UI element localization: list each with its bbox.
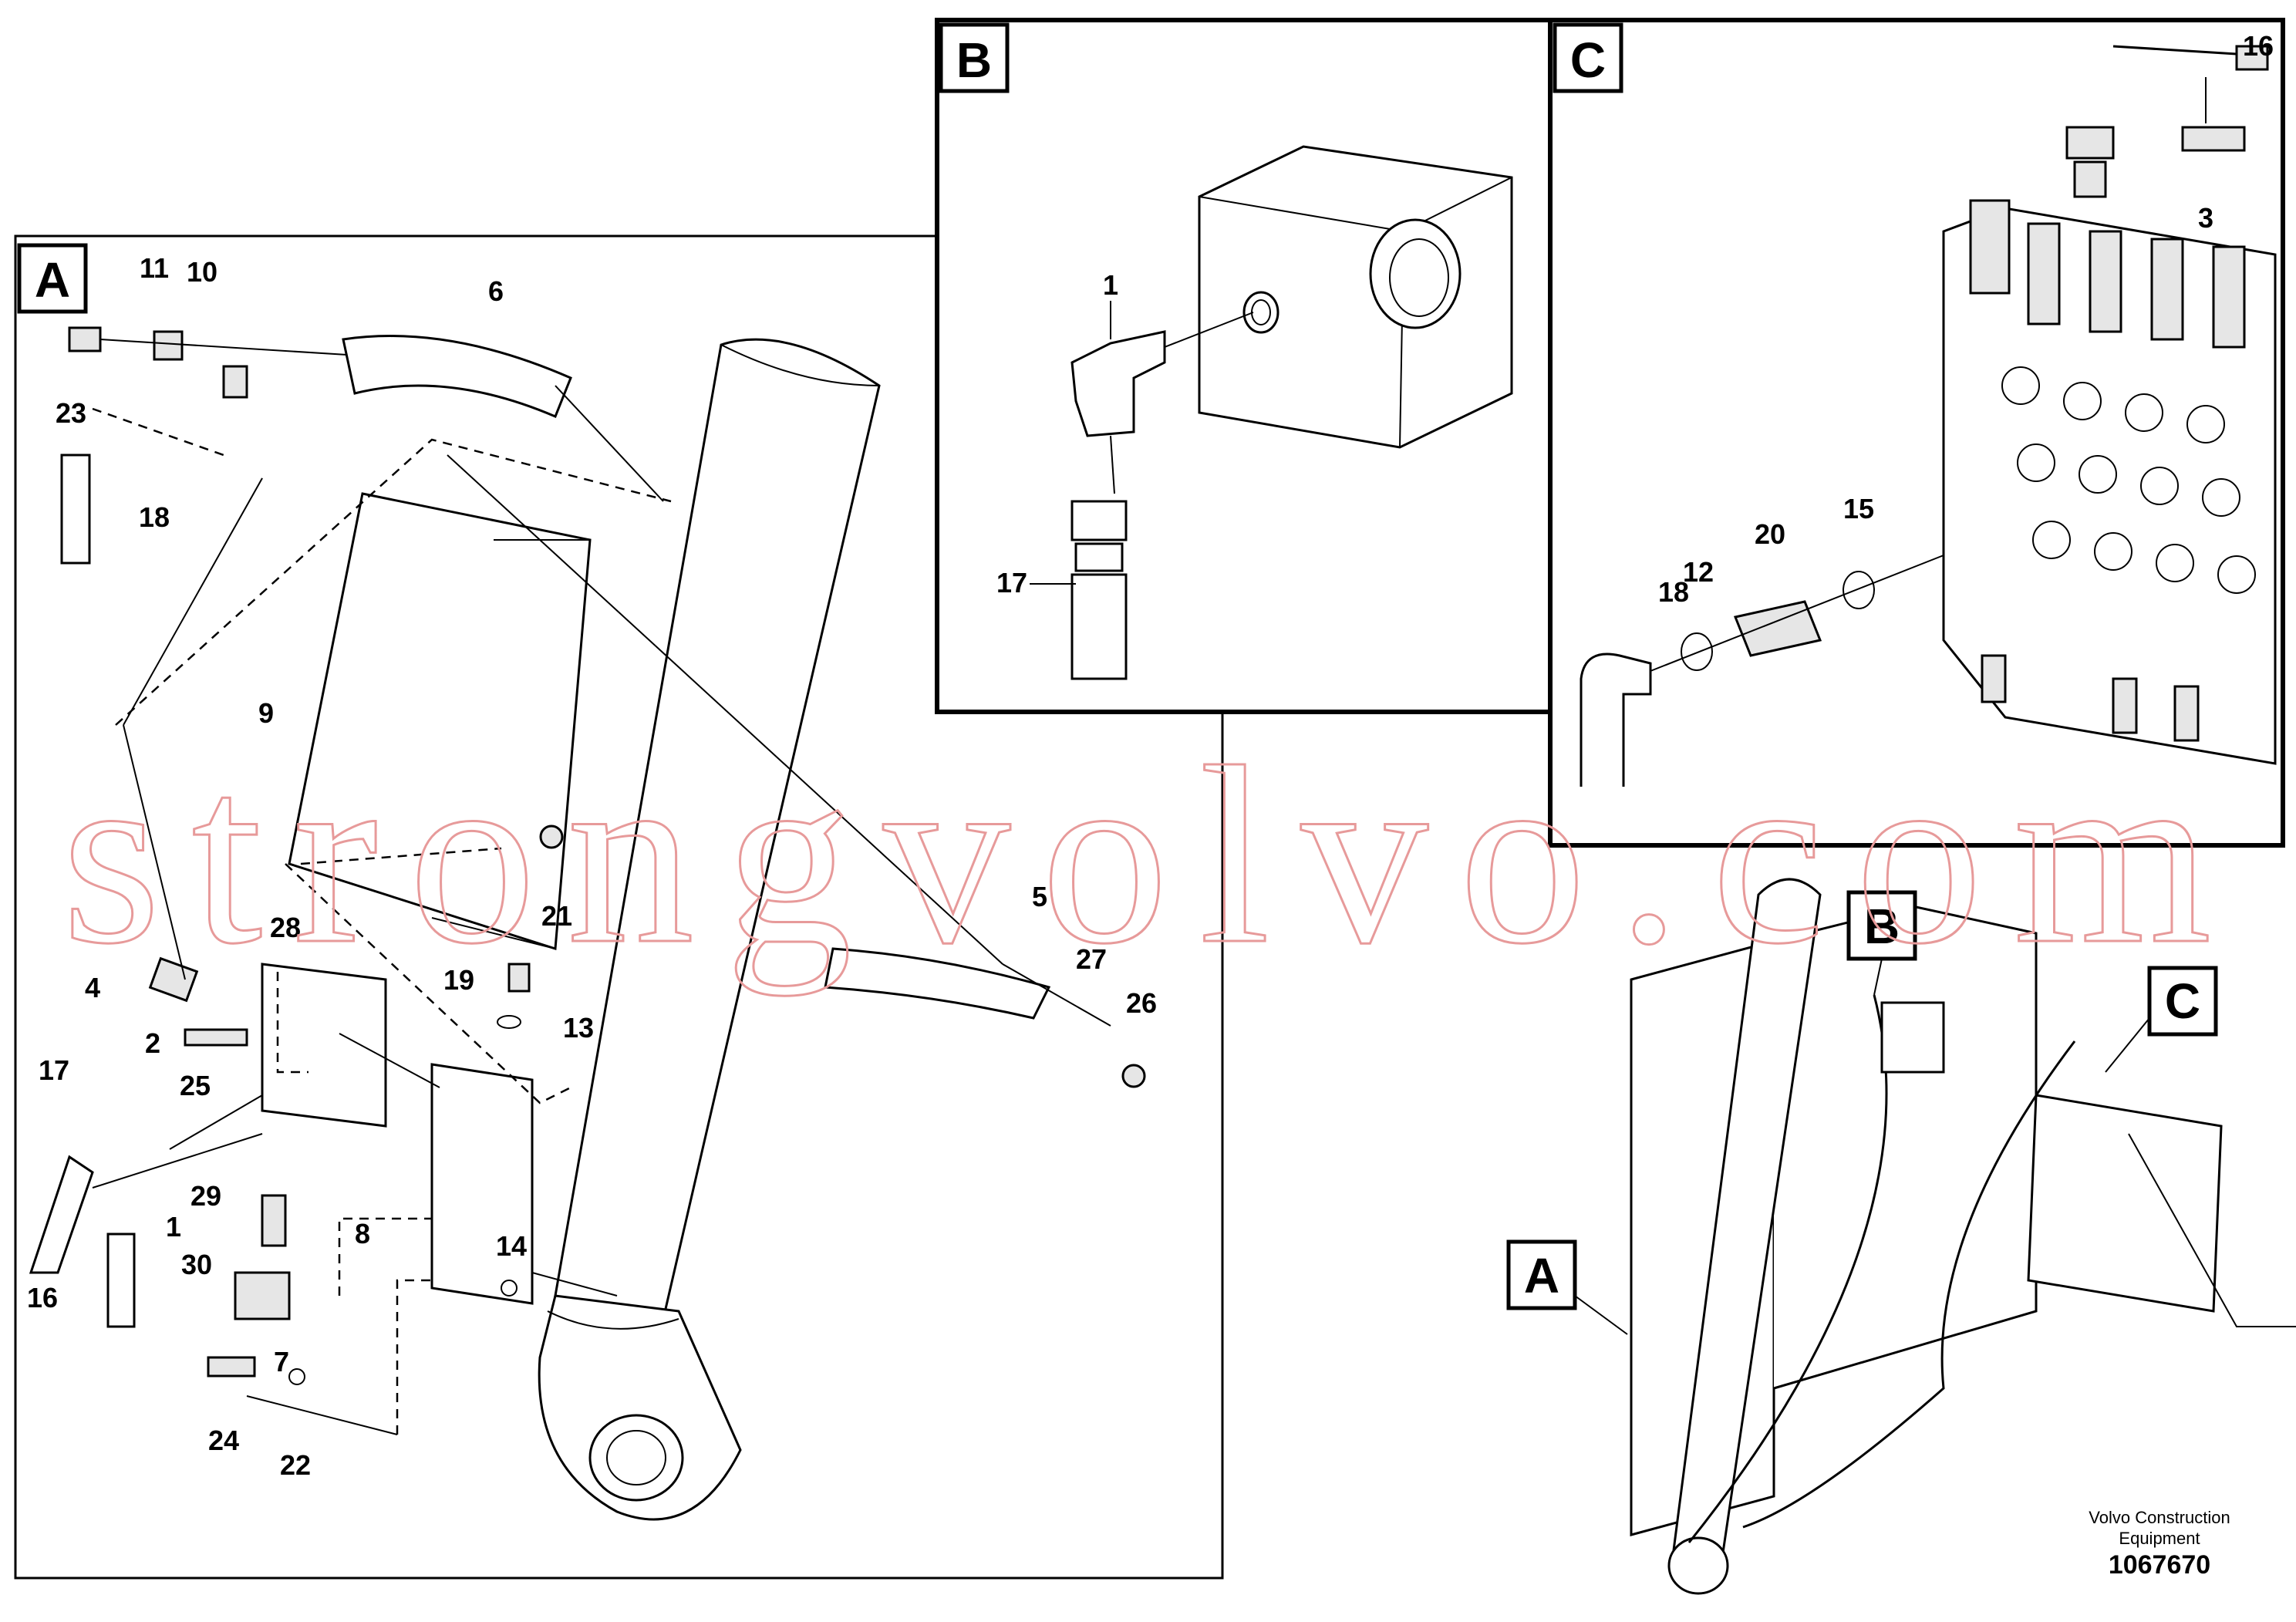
panel-b-letter: B xyxy=(956,32,992,88)
label-a-26: 26 xyxy=(1126,987,1157,1019)
label-c-18: 18 xyxy=(1658,576,1689,608)
label-a-24: 24 xyxy=(208,1425,239,1456)
footer-company-line2: Equipment xyxy=(2119,1529,2200,1548)
label-a-14: 14 xyxy=(496,1230,527,1262)
hose-18 xyxy=(60,454,91,565)
label-a-27: 27 xyxy=(1076,943,1107,975)
label-a-18: 18 xyxy=(139,501,170,533)
callout-a-box xyxy=(1506,1239,1577,1310)
callout-a: A xyxy=(1524,1248,1559,1303)
panel-c-letter: C xyxy=(1570,32,1606,88)
panel-a-letter-box xyxy=(17,243,88,314)
label-a-13: 13 xyxy=(563,1012,594,1044)
panel-b: B 1 17 xyxy=(935,18,1553,714)
label-a-23: 23 xyxy=(56,397,86,429)
label-a-7: 7 xyxy=(274,1346,289,1378)
label-a-19: 19 xyxy=(443,964,474,996)
callout-c: C xyxy=(2165,973,2200,1029)
label-a-5: 5 xyxy=(1032,881,1047,912)
watermark: strongvolvo.com xyxy=(62,715,2242,996)
callout-c-box xyxy=(2147,966,2218,1037)
label-a-16: 16 xyxy=(27,1282,58,1313)
label-a-6: 6 xyxy=(488,275,504,307)
label-c-20: 20 xyxy=(1755,518,1785,550)
panel-b-letter-box xyxy=(939,22,1010,93)
label-a-1: 1 xyxy=(166,1211,181,1243)
label-c-16: 16 xyxy=(2243,30,2274,62)
callout-b-box xyxy=(1846,890,1917,961)
elbow-18 xyxy=(1580,653,1652,787)
label-a-9: 9 xyxy=(258,697,274,729)
sensor-29 xyxy=(261,1194,287,1247)
label-c-12: 12 xyxy=(1683,556,1714,588)
connector-7 xyxy=(234,1271,291,1320)
label-a-22: 22 xyxy=(280,1449,311,1481)
label-a-30: 30 xyxy=(181,1249,212,1280)
cylinder xyxy=(538,338,881,1521)
adapter-20 xyxy=(1733,600,1822,657)
footer-company-line1: Volvo Construction xyxy=(2089,1508,2230,1527)
label-a-4: 4 xyxy=(85,972,100,1003)
label-a-29: 29 xyxy=(190,1180,221,1212)
label-a-17: 17 xyxy=(39,1054,69,1086)
elbow-fitting xyxy=(1070,330,1166,437)
clamp-bottom xyxy=(824,947,1051,1020)
overview: B C A xyxy=(1506,878,2296,1595)
label-a-2: 2 xyxy=(145,1027,160,1059)
clamp-top xyxy=(342,335,572,418)
hose-b xyxy=(1070,573,1128,680)
callout-b: B xyxy=(1864,899,1900,954)
valve-block-8 xyxy=(430,1063,534,1305)
overview-valve xyxy=(2027,1094,2223,1313)
label-a-10: 10 xyxy=(187,256,217,288)
label-a-25: 25 xyxy=(180,1070,211,1101)
panel-a: A xyxy=(14,234,1224,1580)
label-b-17: 17 xyxy=(996,567,1027,599)
label-a-8: 8 xyxy=(355,1218,370,1249)
panel-c-letter-box xyxy=(1553,22,1623,93)
label-c-3: 3 xyxy=(2198,202,2213,234)
label-c-15: 15 xyxy=(1843,493,1874,524)
footer-drawing-code: 1067670 xyxy=(2109,1550,2210,1580)
label-b-1: 1 xyxy=(1103,269,1118,301)
panel-a-frame xyxy=(14,234,1224,1580)
label-a-21: 21 xyxy=(541,900,572,932)
panel-a-letter: A xyxy=(35,252,70,308)
valve-block-28 xyxy=(261,963,387,1128)
label-a-11: 11 xyxy=(140,252,169,284)
panel-c: C 16 3 18 12 20 15 xyxy=(1548,18,2285,848)
label-a-28: 28 xyxy=(270,912,301,943)
